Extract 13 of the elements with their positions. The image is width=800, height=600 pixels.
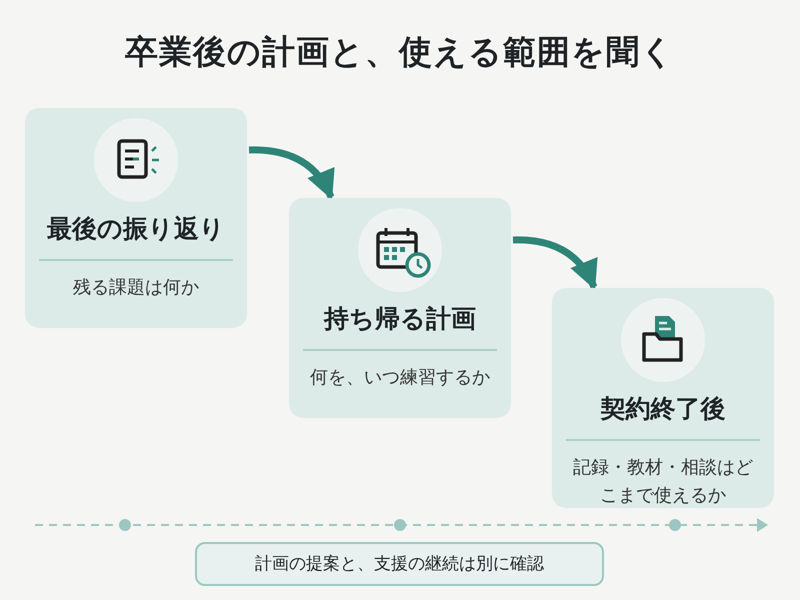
- step-card: [552, 288, 774, 508]
- step-heading: 契約終了後: [599, 393, 726, 425]
- arrow: [512, 236, 598, 290]
- step-heading: 最後の振り返り: [46, 213, 226, 245]
- step-heading: 持ち帰る計画: [322, 303, 477, 335]
- step-description: 記録・教材・相談はどこまで使えるか: [572, 456, 754, 508]
- step-description: 何を、いつ練習するか: [309, 366, 491, 390]
- title: 卒業後の計画と、使える範囲を聞く: [124, 31, 676, 73]
- arrow: [248, 146, 334, 200]
- step-card: [25, 108, 247, 328]
- step-description: 残る課題は何か: [72, 276, 200, 300]
- note-box: 計画の提案と、支援の継続は別に確認: [195, 542, 604, 586]
- step-card: [289, 198, 511, 418]
